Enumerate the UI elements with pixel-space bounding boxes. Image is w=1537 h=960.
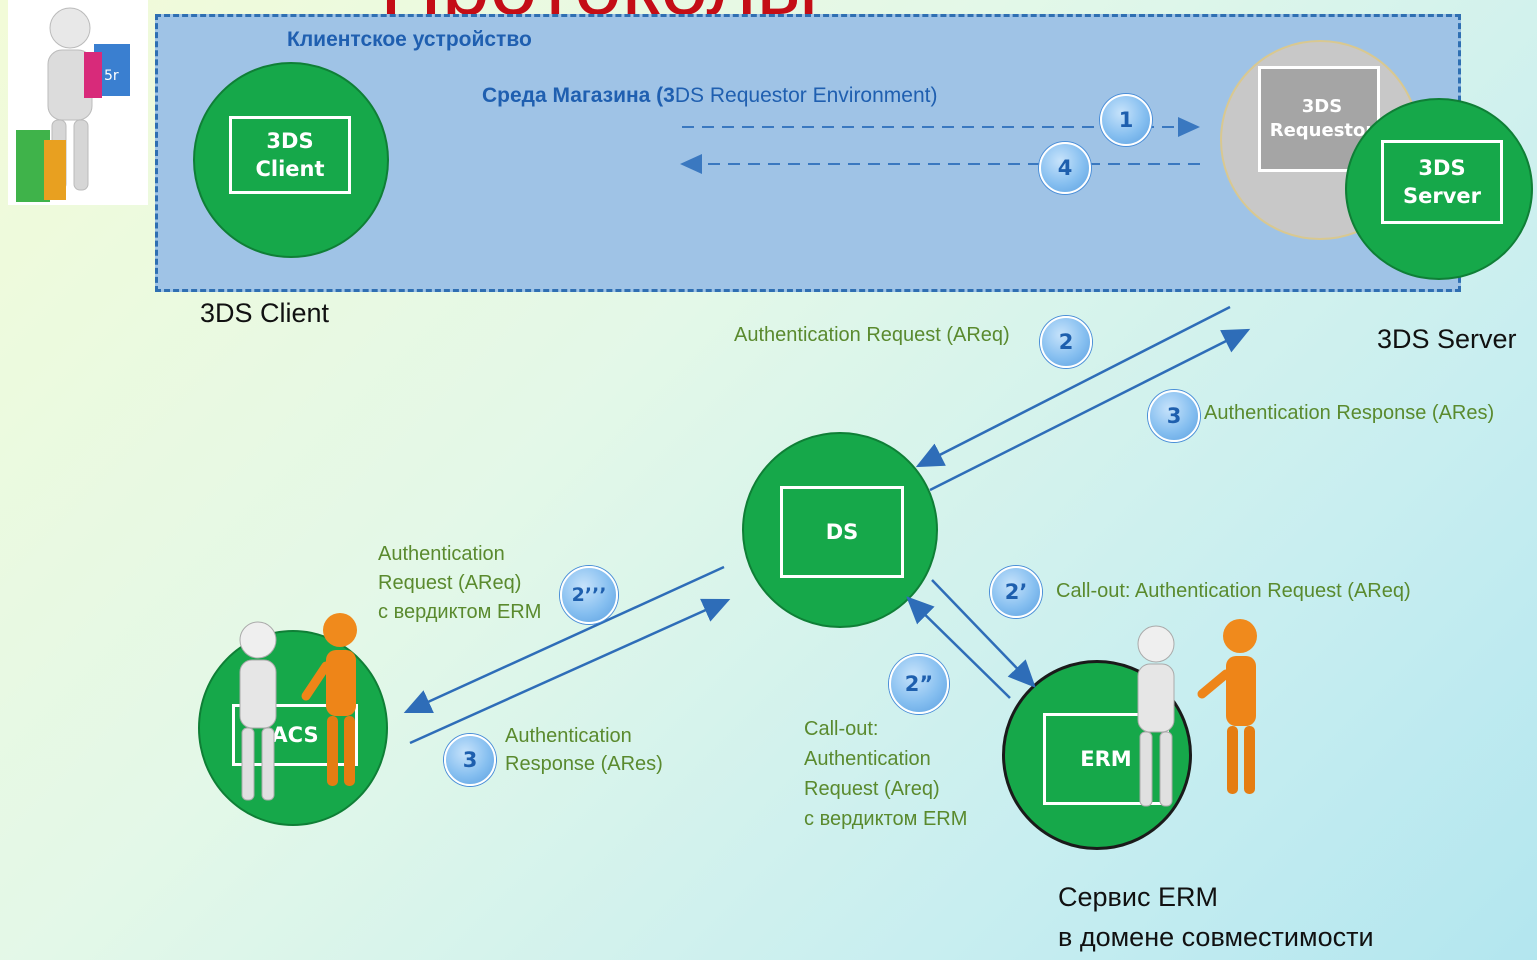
acs-label: ACS: [232, 704, 358, 766]
step-badge-2-double-prime: 2”: [889, 654, 949, 714]
arrow-step-2-triple-prime: [403, 565, 725, 714]
step-badge-2: 2: [1040, 316, 1092, 368]
step-3-label: Authentication Response (ARes): [1204, 402, 1495, 424]
step-badge-3-acs: 3: [444, 734, 496, 786]
step-3-acs-label: Authentication Response (ARes): [505, 725, 663, 775]
erm-caption-line2: в домене совместимости: [1058, 922, 1374, 952]
3ds-client-node: 3DS Client: [193, 62, 389, 258]
arrow-step-3-acs: [409, 598, 731, 745]
ds-node: DS: [742, 432, 938, 628]
step-2-triple-prime-label: Authentication Request (AReq) с вердикто…: [378, 543, 542, 623]
svg-text:5r: 5r: [104, 68, 119, 84]
arrow-step-2: [915, 305, 1231, 468]
step-badge-1: 1: [1100, 94, 1152, 146]
3ds-client-caption: 3DS Client: [200, 298, 330, 328]
erm-label: ERM: [1043, 713, 1169, 805]
3ds-server-line2: Server: [1402, 184, 1481, 208]
step-badge-2-triple-prime: 2’’’: [560, 566, 618, 624]
client-device-label: Клиентское устройство: [287, 28, 532, 51]
step-2-label: Authentication Request (AReq): [734, 324, 1010, 346]
3ds-server-node: 3DS Server: [1345, 98, 1533, 280]
arrow-step-2-prime: [931, 579, 1036, 688]
step-badge-4: 4: [1039, 142, 1091, 194]
step-badge-2-prime: 2’: [990, 566, 1042, 618]
step-badge-3: 3: [1148, 390, 1200, 442]
step-2-prime-label: Call-out: Authentication Request (AReq): [1056, 580, 1411, 602]
step-2-double-prime-label: Call-out: Authentication Request (Areq) …: [804, 718, 968, 830]
merchant-environment-label: Среда Магазина (3DS Requestor Environmen…: [482, 84, 938, 107]
3ds-requestor-line2: Requestor: [1269, 120, 1375, 141]
3ds-client-line2: Client: [255, 157, 325, 181]
person-figures-acs: [214, 596, 374, 806]
arrow-step-2-double-prime: [906, 596, 1011, 699]
shopper-figure: 5r: [8, 0, 148, 205]
3ds-client-line1: 3DS: [266, 128, 314, 153]
3ds-requestor-line1: 3DS: [1301, 95, 1343, 117]
acs-node: ACS: [198, 630, 388, 826]
arrow-step-3: [929, 328, 1251, 492]
erm-caption-line1: Сервис ERM: [1058, 882, 1218, 912]
ds-label: DS: [780, 486, 904, 578]
person-figures-erm: [1110, 608, 1280, 818]
3ds-server-line1: 3DS: [1418, 155, 1466, 180]
3ds-server-caption: 3DS Server: [1377, 324, 1517, 354]
